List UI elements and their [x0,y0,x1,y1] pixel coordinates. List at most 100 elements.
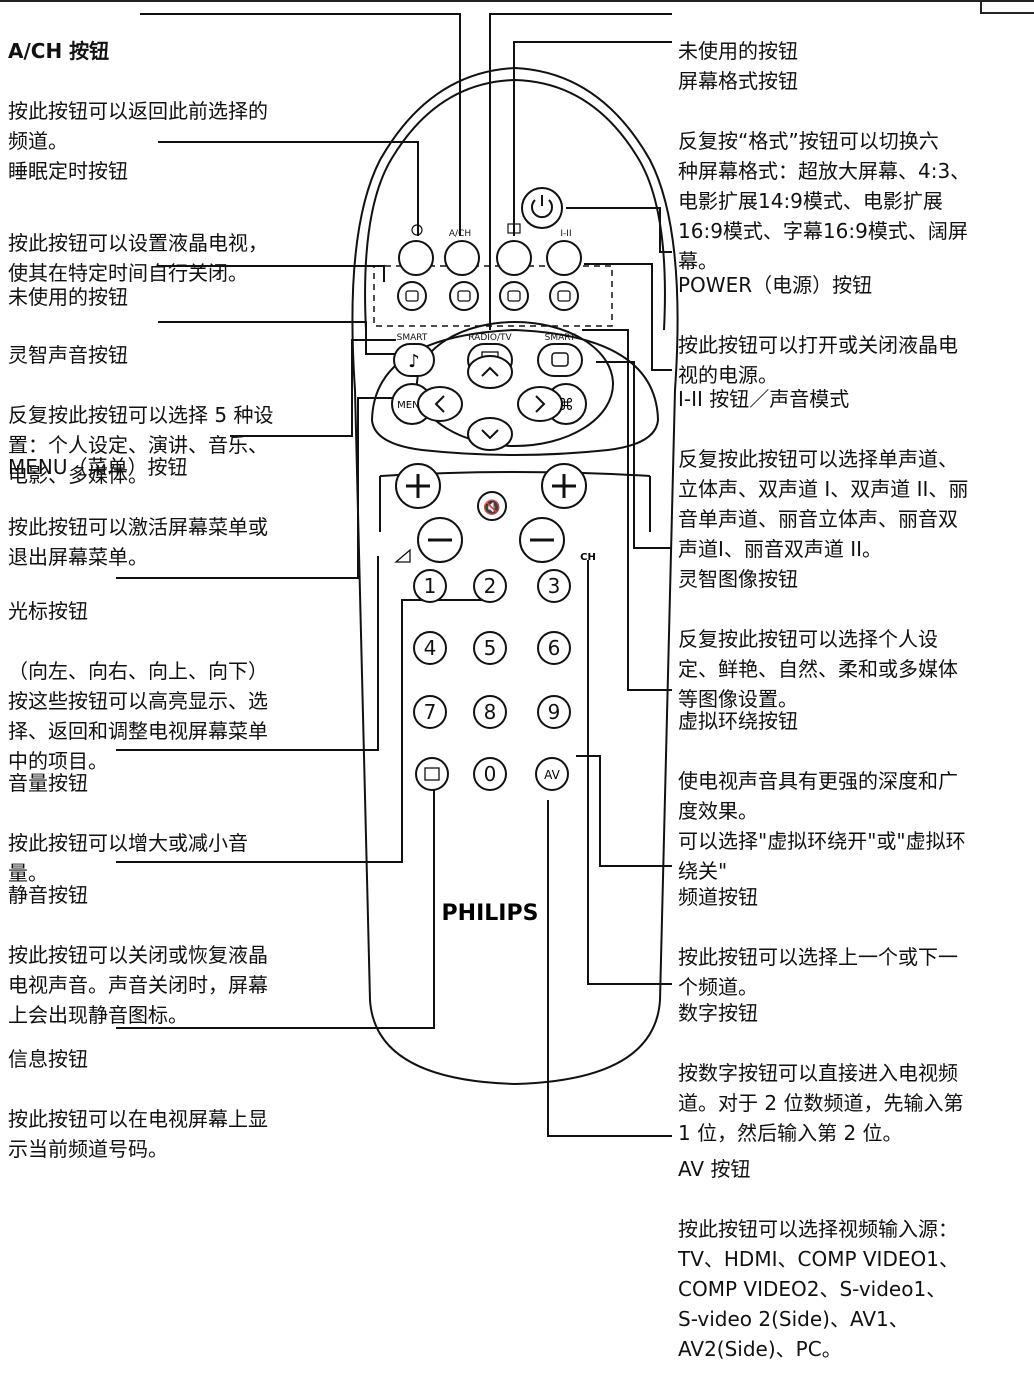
annotation-unused-right: 未使用的按钮 [678,6,798,96]
teletext-group-outline [373,265,613,327]
annotation-body: 使电视声音具有更强的深度和广 度效果。 可以选择"虚拟环绕开"或"虚拟环 绕关" [678,769,966,883]
remote-body-outline [351,66,679,1086]
annotation-heading: 信息按钮 [8,1047,88,1071]
annotation-heading: 静音按钮 [8,883,88,907]
page-tab [980,0,1034,14]
digit-label: 4 [424,636,437,660]
digit-button-8[interactable] [473,695,507,729]
mute-icon: 🔇 [483,499,500,516]
annotation-power: POWER（电源）按钮 按此按钮可以打开或关闭液晶电 视的电源。 [678,240,958,420]
ach-button[interactable] [444,240,480,276]
teletext-button-1[interactable] [397,281,427,311]
digit-button-2[interactable] [473,569,507,603]
av-button[interactable] [535,757,569,791]
power-button[interactable] [521,187,563,229]
cursor-up-button[interactable] [467,355,513,389]
teletext-mix-icon [457,290,471,302]
annotation-heading: 频道按钮 [678,885,758,909]
digit-button-7[interactable] [413,695,447,729]
chevron-down-icon [481,429,499,440]
digit-button-5[interactable] [473,631,507,665]
digit-button-0[interactable] [473,757,507,791]
leader-unused-right [489,13,672,330]
digit-label: 2 [484,574,497,598]
digit-label: 8 [484,700,497,724]
leader-surround [582,329,672,691]
cursor-left-button[interactable] [417,386,463,422]
leader-smart-picture [596,361,672,549]
annotation-heading: 未使用的按钮 [678,39,798,63]
leader-volume [116,556,379,751]
annotation-body: 按此按钮可以返回此前选择的 频道。 [8,99,268,153]
smart-sound-label: SMART [397,333,428,343]
sound-mode-button[interactable] [546,240,582,276]
annotation-body: 按此按钮可以选择上一个或下一 个频道。 [678,945,958,999]
annotation-mute: 静音按钮 按此按钮可以关闭或恢复液晶 电视声音。声音关闭时，屏幕 上会出现静音图… [8,850,268,1060]
teletext-button-2[interactable] [449,281,479,311]
annotation-heading: 数字按钮 [678,1001,758,1025]
annotation-heading: 屏幕格式按钮 [678,69,798,93]
teletext-button-4[interactable] [549,281,579,311]
annotation-body: 按数字按钮可以直接进入电视频 道。对于 2 位数频道，先输入第 1 位，然后输入… [678,1061,964,1145]
nav-inner-ring [416,321,614,447]
brand-logo: PHILIPS [442,901,539,926]
annotation-body: 按此按钮可以关闭或恢复液晶 电视声音。声音关闭时，屏幕 上会出现静音图标。 [8,943,268,1027]
chevron-right-icon [535,395,546,413]
info-icon [424,767,440,781]
digit-label: 7 [424,700,437,724]
chevron-up-icon [481,366,499,377]
annotation-body: 按此按钮可以在电视屏幕上显 示当前频道号码。 [8,1107,268,1161]
annotation-body: 反复按“格式”按钮可以切换六 种屏幕格式：超放大屏幕、4:3、 电影扩展14:9… [678,129,971,273]
annotation-heading: 音量按钮 [8,771,88,795]
leader-format [513,41,672,236]
digit-label: 0 [484,762,497,786]
sleep-button[interactable] [398,240,434,276]
leader-power [566,207,672,253]
av-label: AV [544,768,560,782]
annotation-body: （向左、向右、向上、向下） 按这些按钮可以高亮显示、选 择、返回和调整电视屏幕菜… [8,659,268,773]
volume-wedge-icon [394,548,411,563]
ach-label: A/CH [449,229,471,239]
cursor-right-button[interactable] [517,386,563,422]
annotation-heading: 光标按钮 [8,599,88,623]
annotation-body: 按此按钮可以打开或关闭液晶电 视的电源。 [678,333,958,387]
page-top-rule [0,0,1034,2]
chevron-left-icon [434,395,445,413]
leader-digits [587,560,672,985]
ch-label: CH [580,552,596,563]
annotation-sound-mode: I-II 按钮／声音模式 反复按此按钮可以选择单声道、 立体声、双声道 I、双声… [678,354,968,594]
annotation-body: 按此按钮可以激活屏幕菜单或 退出屏幕菜单。 [8,515,268,569]
cursor-down-button[interactable] [467,417,513,451]
annotation-volume: 音量按钮 按此按钮可以增大或减小音 量。 [8,738,248,918]
annotation-sleep: 睡眠定时按钮 按此按钮可以设置液晶电视， 使其在特定时间自行关闭。 [8,126,268,318]
smart-picture-button[interactable] [537,343,583,377]
digit-button-3[interactable] [537,569,571,603]
digit-button-9[interactable] [537,695,571,729]
annotation-heading: A/CH 按钮 [8,39,110,63]
annotation-heading: I-II 按钮／声音模式 [678,387,850,411]
smart-sound-button[interactable] [393,343,435,377]
annotation-smart-sound: 灵智声音按钮 反复按此按钮可以选择 5 种设 置：个人设定、演讲、音乐、 电影、… [8,310,273,520]
leader-sound-mode [584,263,672,371]
menu-label: MENU [397,400,427,411]
picture-icon [551,352,569,367]
info-button[interactable] [415,757,449,791]
digit-label: 5 [484,636,497,660]
annotation-smart-picture: 灵智图像按钮 反复按此按钮可以选择个人设 定、鲜艳、自然、柔和或多媒体 等图像设… [678,534,958,744]
annotation-channel: 频道按钮 按此按钮可以选择上一个或下一 个频道。 [678,852,958,1032]
teletext-button-3[interactable] [499,281,529,311]
digit-label: 6 [548,636,561,660]
radio-tv-label: RADIO/TV [468,333,512,343]
mute-button[interactable] [477,491,507,521]
teletext-reveal-icon [557,290,571,302]
digit-button-1[interactable] [413,569,447,603]
annotation-digits: 数字按钮 按数字按钮可以直接进入电视频 道。对于 2 位数频道，先输入第 1 位… [678,968,963,1178]
annotation-heading: 灵智图像按钮 [678,567,798,591]
format-button[interactable] [496,240,532,276]
digit-button-6[interactable] [537,631,571,665]
leader-ach [140,13,461,236]
leader-smart-sound [158,321,396,355]
digit-button-4[interactable] [413,631,447,665]
digit-label: 3 [548,574,561,598]
annotation-info: 信息按钮 按此按钮可以在电视屏幕上显 示当前频道号码。 [8,1014,268,1194]
